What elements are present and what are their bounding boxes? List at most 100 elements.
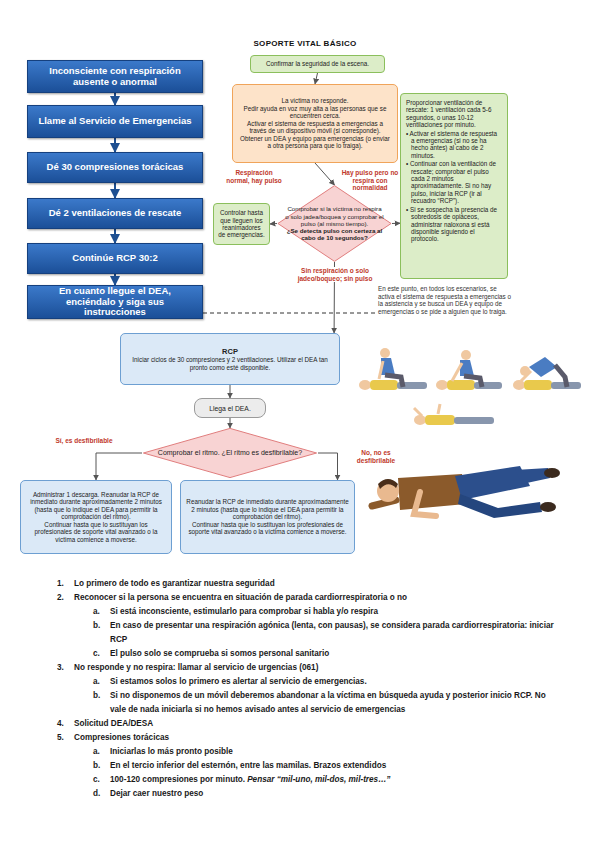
list-marker: a. (93, 745, 100, 759)
list-text: Lo primero de todo es garantizar nuestra… (74, 577, 562, 591)
flow-arrow (392, 223, 400, 224)
box-text: Dé 30 compresiones torácicas (34, 162, 196, 173)
list-marker: 3. (57, 661, 64, 675)
box-text: Confirmar la seguridad de la escena. (255, 60, 380, 67)
box-text: Pedir ayuda en voz muy alta a las person… (239, 105, 391, 120)
list-text: Si estamos solos lo primero es alertar a… (110, 675, 562, 689)
list-item: c. El pulso solo se comprueba si somos pe… (93, 647, 562, 661)
list-item: 5.Compresiones torácicas (57, 731, 562, 745)
list-marker: b. (93, 619, 100, 633)
outcome-box: Proporcionar ventilación de rescate: 1 v… (400, 93, 508, 279)
list-text: Reconocer si la persona se encuentra en … (74, 591, 562, 605)
box-text: Llega el DEA. (195, 405, 265, 412)
list-text: El pulso solo se comprueba si somos pers… (110, 647, 562, 661)
flow-arrow (230, 418, 231, 428)
box-text: • Si se sospecha la presencia de sobredo… (406, 206, 502, 243)
process-box: Dé 30 compresiones torácicas (27, 152, 203, 183)
list-text: Solicitud DEA/DESA (74, 717, 562, 731)
box-text: Continuar hasta que lo sustituyan los pr… (186, 521, 349, 536)
flow-arrow (318, 453, 338, 480)
cpr-illustration (359, 348, 427, 390)
list-text-part: Lo primero de todo es garantizar nuestra… (74, 579, 275, 588)
list-item: 4.Solicitud DEA/DESA (57, 717, 562, 731)
flow-arrow (114, 138, 116, 152)
process-box: RCPIniciar ciclos de 30 compresiones y 2… (120, 333, 340, 385)
decision-diamond: Comprobar el ritmo. ¿El ritmo es desfibr… (142, 428, 318, 478)
list-text-part: En el tercio inferior del esternón, entr… (110, 761, 386, 770)
list-text-part: El pulso solo se comprueba si somos pers… (110, 649, 329, 658)
process-box: Continúe RCP 30:2 (27, 243, 203, 274)
edge-label: Sin respiración o solo jadeo/boqueo; sin… (296, 267, 374, 282)
process-box: En cuanto llegue el DEA, enciéndalo y si… (27, 285, 203, 319)
list-text: No responde y no respira: llamar al serv… (74, 661, 562, 675)
list-item: 2. Reconocer si la persona se encuentra e… (57, 591, 562, 605)
box-text: Continúe RCP 30:2 (34, 253, 196, 264)
diamond-shape (278, 186, 391, 262)
list-text-part: Si no disponemos de un móvil deberemos a… (110, 691, 546, 714)
list-item: a.Si está inconsciente, estimularlo para… (93, 605, 562, 619)
edge-label: No, no es desfibrilable (346, 449, 406, 464)
outcome-box: Controlar hasta que lleguen los reanimad… (213, 203, 270, 245)
box-text: Activar el sistema de respuesta a emerge… (239, 120, 391, 135)
process-box: Dé 2 ventilaciones de rescate (27, 198, 203, 229)
list-text: Si no disponemos de un móvil deberemos a… (110, 689, 562, 717)
list-text: En el tercio inferior del esternón, entr… (110, 759, 562, 773)
flow-arrow (114, 229, 116, 243)
box-text: • Continuar con la ventilación de rescat… (406, 160, 502, 204)
box-text: Inconsciente con respiración ausente o a… (34, 66, 196, 87)
action-box: La víctima no responde.Pedir ayuda en vo… (232, 84, 398, 163)
box-text: • Activar el sistema de respuesta a emer… (406, 130, 502, 160)
process-box: Inconsciente con respiración ausente o a… (27, 60, 203, 93)
diamond-text: Comprobar si la víctima no respira o sol… (277, 205, 392, 241)
list-text: Iniciarlas lo más pronto posible (110, 745, 562, 759)
flow-arrow (315, 73, 318, 84)
box-text: Comprobar si la víctima no respira o sol… (285, 205, 384, 227)
box-text: Administrar 1 descarga. Reanudar la RCP … (26, 491, 166, 521)
list-text-part: Si está inconsciente, estimularlo para c… (110, 607, 378, 616)
list-item: d.Dejar caer nuestro peso (93, 787, 562, 801)
list-text-part: Reconocer si la persona se encuentra en … (74, 593, 407, 602)
event-box: Llega el DEA. (194, 398, 266, 418)
list-item: c.100-120 compresiones por minuto.Pensar… (93, 773, 562, 787)
list-marker: c. (93, 647, 100, 661)
box-text: Continuar hasta que lo sustituyan los pr… (26, 521, 166, 543)
cpr-illustration (436, 350, 502, 390)
list-text-part: Si estamos solos lo primero es alertar a… (110, 677, 367, 686)
list-item: b.Si no disponemos de un móvil deberemos… (93, 689, 562, 717)
flow-arrow (230, 385, 231, 398)
list-marker: a. (93, 675, 100, 689)
list-text: En caso de presentar una respiración agó… (110, 619, 562, 647)
box-text: La víctima no responde. (239, 97, 391, 105)
process-box: Llame al Servicio de Emergencias (27, 105, 203, 138)
start-box: Confirmar la seguridad de la escena. (250, 55, 385, 73)
diamond-text: Comprobar el ritmo. ¿El ritmo es desfibr… (142, 449, 318, 457)
list-marker: c. (93, 773, 100, 787)
list-text: Si está inconsciente, estimularlo para c… (110, 605, 562, 619)
box-text: Llame al Servicio de Emergencias (34, 116, 196, 127)
list-item: b.En el tercio inferior del esternón, en… (93, 759, 562, 773)
list-item: a. Si estamos solos lo primero es alertar… (93, 675, 562, 689)
box-text: En cuanto llegue el DEA, enciéndalo y si… (34, 286, 196, 318)
diagram-title: SOPORTE VITAL BÁSICO (200, 39, 410, 48)
edge-label: Respiración normal, hay pulso (226, 169, 282, 184)
list-marker: 2. (57, 591, 64, 605)
list-item: a. Iniciarlas lo más pronto posible (93, 745, 562, 759)
recovery-position-illustration (372, 466, 560, 518)
list-text-part: En caso de presentar una respiración agó… (110, 621, 554, 644)
flow-arrow (114, 274, 116, 285)
flow-arrow (315, 163, 335, 185)
cpr-illustration (414, 404, 494, 425)
list-text: Dejar caer nuestro peso (110, 787, 562, 801)
list-marker: 1. (57, 577, 64, 591)
list-text-italic: Pensar “mil-uno, mil-dos, mil-tres…” (247, 775, 390, 784)
box-text: Proporcionar ventilación de rescate: 1 v… (406, 99, 502, 129)
list-marker: 5. (57, 731, 64, 745)
box-text: Reanudar la RCP de inmediato durante apr… (186, 498, 349, 520)
edge-label: Hay pulso pero no respira con normalidad (338, 169, 402, 192)
list-item: 3. No responde y no respira: llamar al se… (57, 661, 562, 675)
box-heading: RCP (126, 347, 334, 356)
edge-label: Sí, es desfibrilable (52, 437, 116, 445)
list-text-part: Iniciarlas lo más pronto posible (110, 747, 233, 756)
box-text: Controlar hasta que lleguen los reanimad… (218, 209, 265, 239)
